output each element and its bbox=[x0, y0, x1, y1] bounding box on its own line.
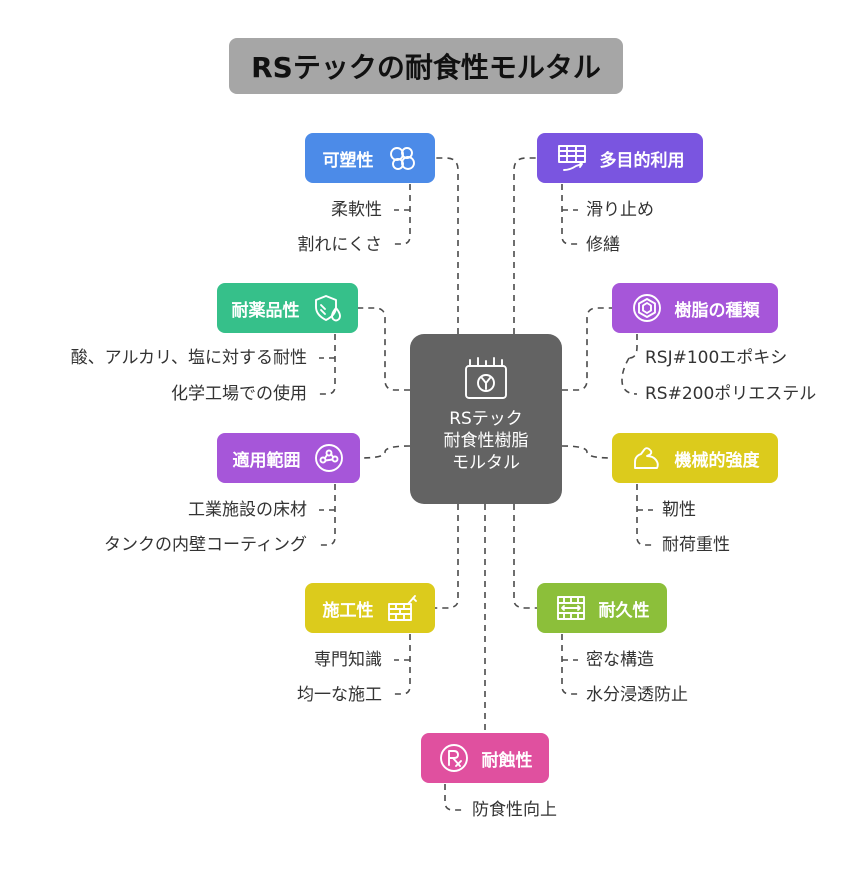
arm-strength-icon bbox=[633, 447, 659, 469]
node-mechanical-label: 機械的強度 bbox=[674, 450, 760, 471]
sub-resin-2: RS#200ポリエステル bbox=[645, 384, 817, 404]
grid-arrow-icon bbox=[557, 145, 586, 171]
node-mechanical: 機械的強度 bbox=[612, 433, 778, 483]
connector-mechanical bbox=[561, 445, 613, 459]
sub-mechanical-1: 靭性 bbox=[662, 500, 696, 520]
sub-connector-application bbox=[319, 484, 336, 546]
sub-workability-1: 専門知識 bbox=[314, 650, 382, 670]
node-application-label: 適用範囲 bbox=[232, 450, 301, 471]
node-workability: 施工性 bbox=[305, 583, 435, 633]
connector-durability bbox=[513, 504, 537, 609]
sub-corrosion-1: 防食性向上 bbox=[472, 800, 557, 820]
sub-connector-plasticity bbox=[394, 184, 411, 245]
connector-resin bbox=[562, 307, 612, 391]
sub-workability-2: 均一な施工 bbox=[297, 685, 382, 705]
node-durability-label: 耐久性 bbox=[598, 600, 650, 621]
node-application: 適用範囲 bbox=[217, 433, 360, 483]
diagram-title: RSテックの耐食性モルタル bbox=[229, 38, 623, 94]
connector-plasticity bbox=[435, 157, 459, 334]
network-icon bbox=[314, 444, 343, 472]
sub-connector-resin bbox=[621, 334, 638, 395]
center-line-1: RSテック bbox=[449, 409, 523, 429]
node-multipurpose: 多目的利用 bbox=[537, 133, 703, 183]
node-durability: 耐久性 bbox=[537, 583, 667, 633]
node-chemical-label: 耐薬品性 bbox=[231, 300, 300, 321]
connector-workability bbox=[435, 504, 459, 609]
sub-connector-workability bbox=[394, 634, 411, 695]
sub-plasticity-2: 割れにくさ bbox=[297, 235, 382, 255]
shield-drop-icon bbox=[314, 295, 341, 322]
sub-multipurpose-2: 修繕 bbox=[586, 235, 620, 255]
sub-durability-2: 水分浸透防止 bbox=[586, 685, 688, 705]
sub-connector-mechanical bbox=[636, 484, 653, 546]
prescription-icon bbox=[439, 744, 468, 772]
node-chemical: 耐薬品性 bbox=[217, 283, 358, 333]
bubbles-icon bbox=[389, 147, 415, 170]
center-node: RSテック 耐食性樹脂 モルタル bbox=[410, 334, 562, 504]
sub-multipurpose-1: 滑り止め bbox=[586, 200, 654, 220]
sub-plasticity-1: 柔軟性 bbox=[331, 200, 382, 220]
center-line-3: モルタル bbox=[452, 453, 520, 473]
sub-resin-1: RSJ#100エポキシ bbox=[645, 348, 788, 368]
node-corrosion-label: 耐蝕性 bbox=[481, 750, 533, 771]
center-line-2: 耐食性樹脂 bbox=[443, 431, 529, 451]
node-plasticity-label: 可塑性 bbox=[322, 150, 374, 171]
sub-connector-corrosion bbox=[444, 784, 463, 811]
connector-chemical bbox=[358, 307, 410, 391]
node-multipurpose-label: 多目的利用 bbox=[599, 150, 685, 171]
sub-connector-chemical bbox=[319, 334, 336, 395]
node-workability-label: 施工性 bbox=[322, 600, 374, 621]
sub-chemical-1: 酸、アルカリ、塩に対する耐性 bbox=[70, 348, 307, 368]
sub-durability-1: 密な構造 bbox=[586, 650, 654, 670]
connector-multipurpose bbox=[513, 157, 537, 334]
center-label: RSテック 耐食性樹脂 モルタル bbox=[444, 408, 529, 474]
ruler-grid-icon bbox=[556, 596, 585, 620]
node-plasticity: 可塑性 bbox=[305, 133, 435, 183]
sub-chemical-2: 化学工場での使用 bbox=[171, 384, 307, 404]
connector-application bbox=[359, 445, 411, 459]
mortar-tub-icon bbox=[465, 357, 507, 399]
sub-application-1: 工業施設の床材 bbox=[188, 500, 307, 520]
node-resin: 樹脂の種類 bbox=[612, 283, 778, 333]
brick-trowel-icon bbox=[387, 595, 417, 621]
sub-connector-durability bbox=[561, 634, 578, 695]
sub-mechanical-2: 耐荷重性 bbox=[662, 535, 730, 555]
sub-application-2: タンクの内壁コーティング bbox=[104, 535, 307, 555]
node-corrosion: 耐蝕性 bbox=[421, 733, 549, 783]
hexagon-icon bbox=[632, 294, 661, 322]
node-resin-label: 樹脂の種類 bbox=[674, 300, 760, 321]
sub-connector-multipurpose bbox=[561, 184, 578, 245]
